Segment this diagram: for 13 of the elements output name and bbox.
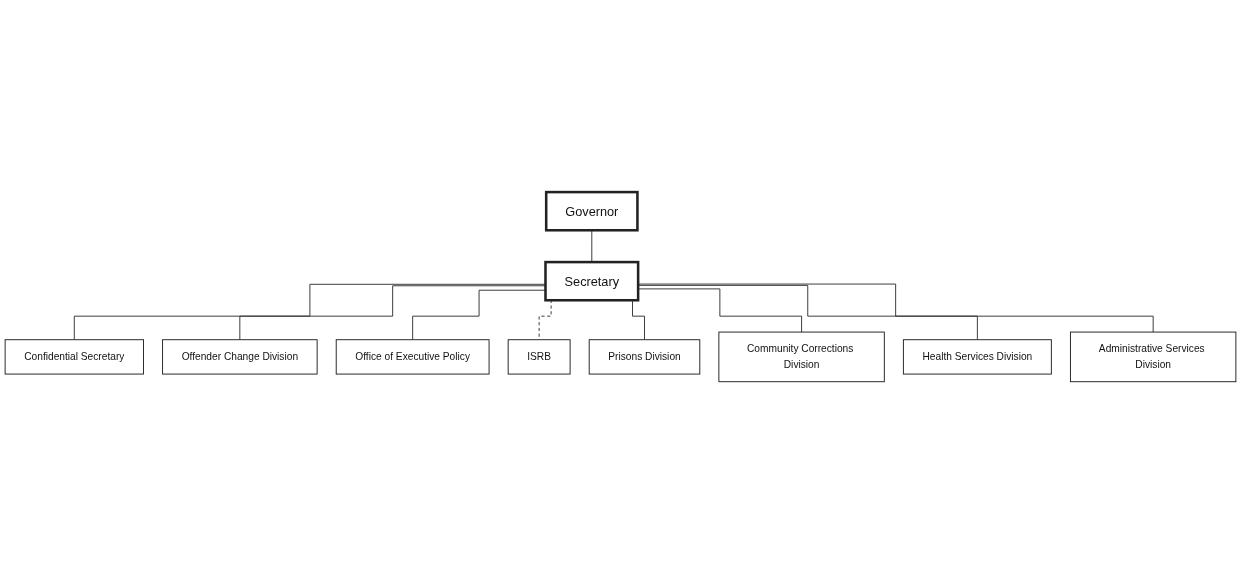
node-box: Prisons Division [588,339,701,375]
node-box: Secretary [544,260,640,302]
node-box: Health Services Division [902,339,1052,375]
node-box: Administrative Services Division [1069,331,1237,383]
node-box: Offender Change Division [162,339,318,375]
node-box: ISRB [507,339,571,375]
connector [239,285,546,341]
node-box: Confidential Secretary [4,339,144,375]
node-box: Governor [544,190,639,232]
connector [412,289,546,341]
node-box: Community Corrections Division [718,331,885,383]
connector [73,283,546,341]
node-box: Office of Executive Policy [335,339,490,375]
